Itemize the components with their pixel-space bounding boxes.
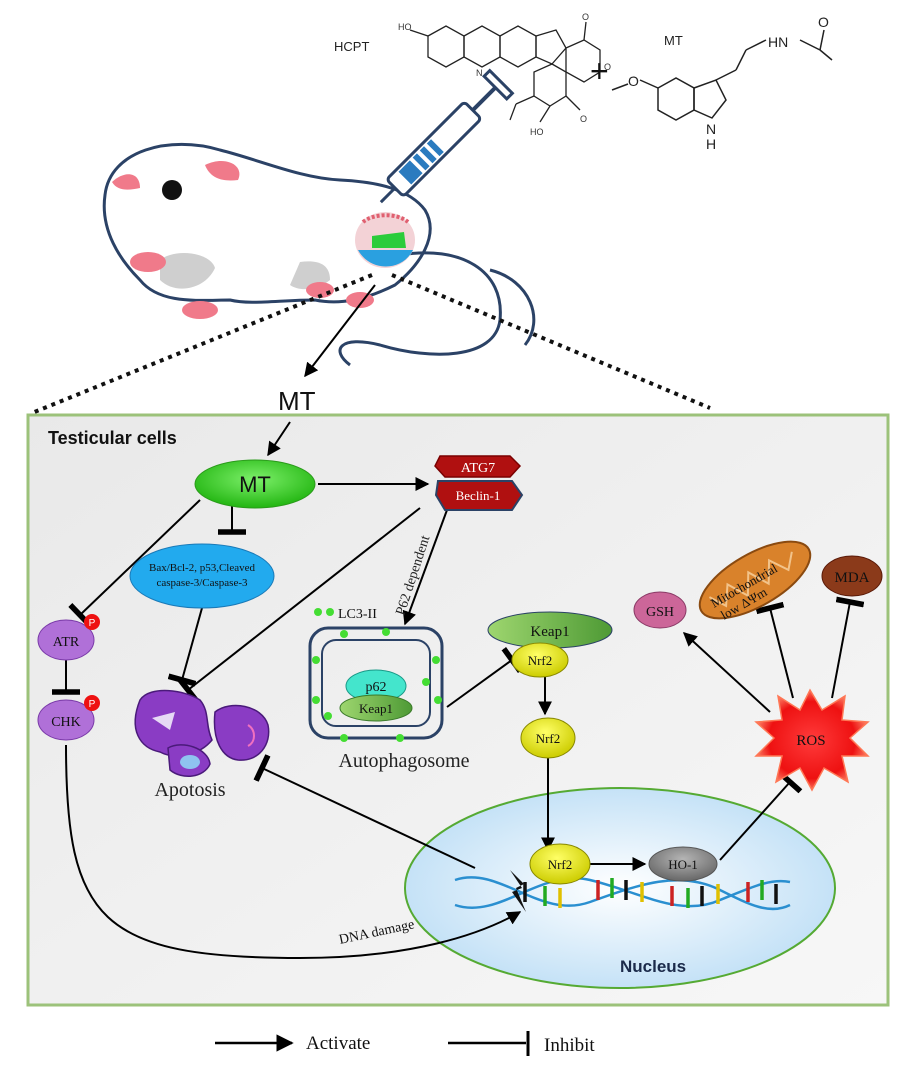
hcpt-o-carbonyl: O [580, 114, 587, 124]
p62-label: p62 [366, 680, 387, 695]
atr-label: ATR [53, 635, 80, 650]
gsh-label: GSH [646, 605, 674, 620]
zoom-line-left [31, 273, 373, 415]
mt-o-carbonyl: O [818, 14, 829, 30]
atr-node [37, 619, 95, 661]
arrow-to-route-mt [304, 284, 376, 378]
plus-sign: + [590, 53, 609, 89]
keap1-inner-node [339, 694, 413, 722]
autophagosome [308, 608, 444, 742]
nrf2-complex-node [511, 642, 569, 678]
ho1-label: HO-1 [668, 857, 698, 872]
ros-label: ROS [796, 733, 825, 749]
ho1-node [648, 846, 718, 882]
lc3-label: LC3-II [338, 607, 377, 622]
dna-helix [454, 870, 791, 912]
chk-phospho-label: P [89, 699, 96, 710]
mt-molecule-label: MT [664, 33, 683, 48]
atr-phospho-label: P [89, 618, 96, 629]
mt-node-label: MT [239, 472, 271, 497]
autophagosome-label: Autophagosome [338, 750, 469, 772]
apoptosis-label: Apotosis [154, 779, 225, 801]
mt-o-methoxy: O [628, 73, 639, 89]
keap1-label: Keap1 [530, 624, 569, 640]
hcpt-o-top: O [582, 12, 589, 22]
beclin-label: Beclin-1 [456, 488, 501, 503]
legend-inhibit-label: Inhibit [544, 1035, 595, 1056]
nucleus-label: Nucleus [620, 957, 686, 976]
mt-nh-n: N [706, 121, 716, 137]
chk-label: CHK [51, 715, 81, 730]
zoom-line-right [391, 273, 711, 410]
atg7-beclin-node [434, 455, 524, 511]
nrf2-complex-label: Nrf2 [528, 653, 553, 668]
atr-phospho-badge [84, 614, 100, 630]
hcpt-label: HCPT [334, 39, 369, 54]
mda-node [821, 555, 883, 597]
mt-atom-labels: O HN O N H [628, 14, 829, 152]
mt-node [194, 459, 316, 509]
nrf2-free-node [520, 717, 576, 759]
mouse-illustration [102, 142, 536, 367]
mitochondria-node [698, 540, 812, 620]
syringe-illustration [379, 68, 515, 204]
nrf2-nuclear-label: Nrf2 [548, 857, 573, 872]
hcpt-oh-bottom: HO [530, 127, 544, 137]
route-mt-label: MT [278, 386, 316, 416]
bax-line2: caspase-3/Caspase-3 [156, 577, 248, 589]
legend-activate-label: Activate [306, 1033, 370, 1054]
chk-node [37, 699, 95, 741]
mt-nh-h: H [706, 136, 716, 152]
bax-bcl2-node [129, 543, 275, 609]
panel-title: Testicular cells [48, 428, 177, 448]
connectors [52, 421, 865, 960]
chk-phospho-badge [84, 695, 100, 711]
gsh-node [633, 591, 687, 629]
hcpt-molecule [409, 21, 601, 123]
apoptotic-cells-icon [134, 689, 270, 777]
hcpt-atom-labels: HO N O O O HO [398, 12, 611, 137]
hcpt-o-lactone: O [604, 62, 611, 72]
atg7-label: ATG7 [461, 461, 495, 476]
hcpt-oh-top: HO [398, 22, 412, 32]
bax-line1: Bax/Bcl-2, p53,Cleaved [149, 562, 256, 574]
mda-label: MDA [834, 570, 869, 586]
hcpt-n: N [476, 68, 483, 78]
mt-hn: HN [768, 34, 788, 50]
nrf2-free-label: Nrf2 [536, 731, 561, 746]
mt-molecule [611, 29, 833, 121]
keap1-inner-label: Keap1 [359, 701, 393, 716]
nrf2-nuclear-node [529, 843, 591, 885]
ros-node [754, 688, 870, 792]
